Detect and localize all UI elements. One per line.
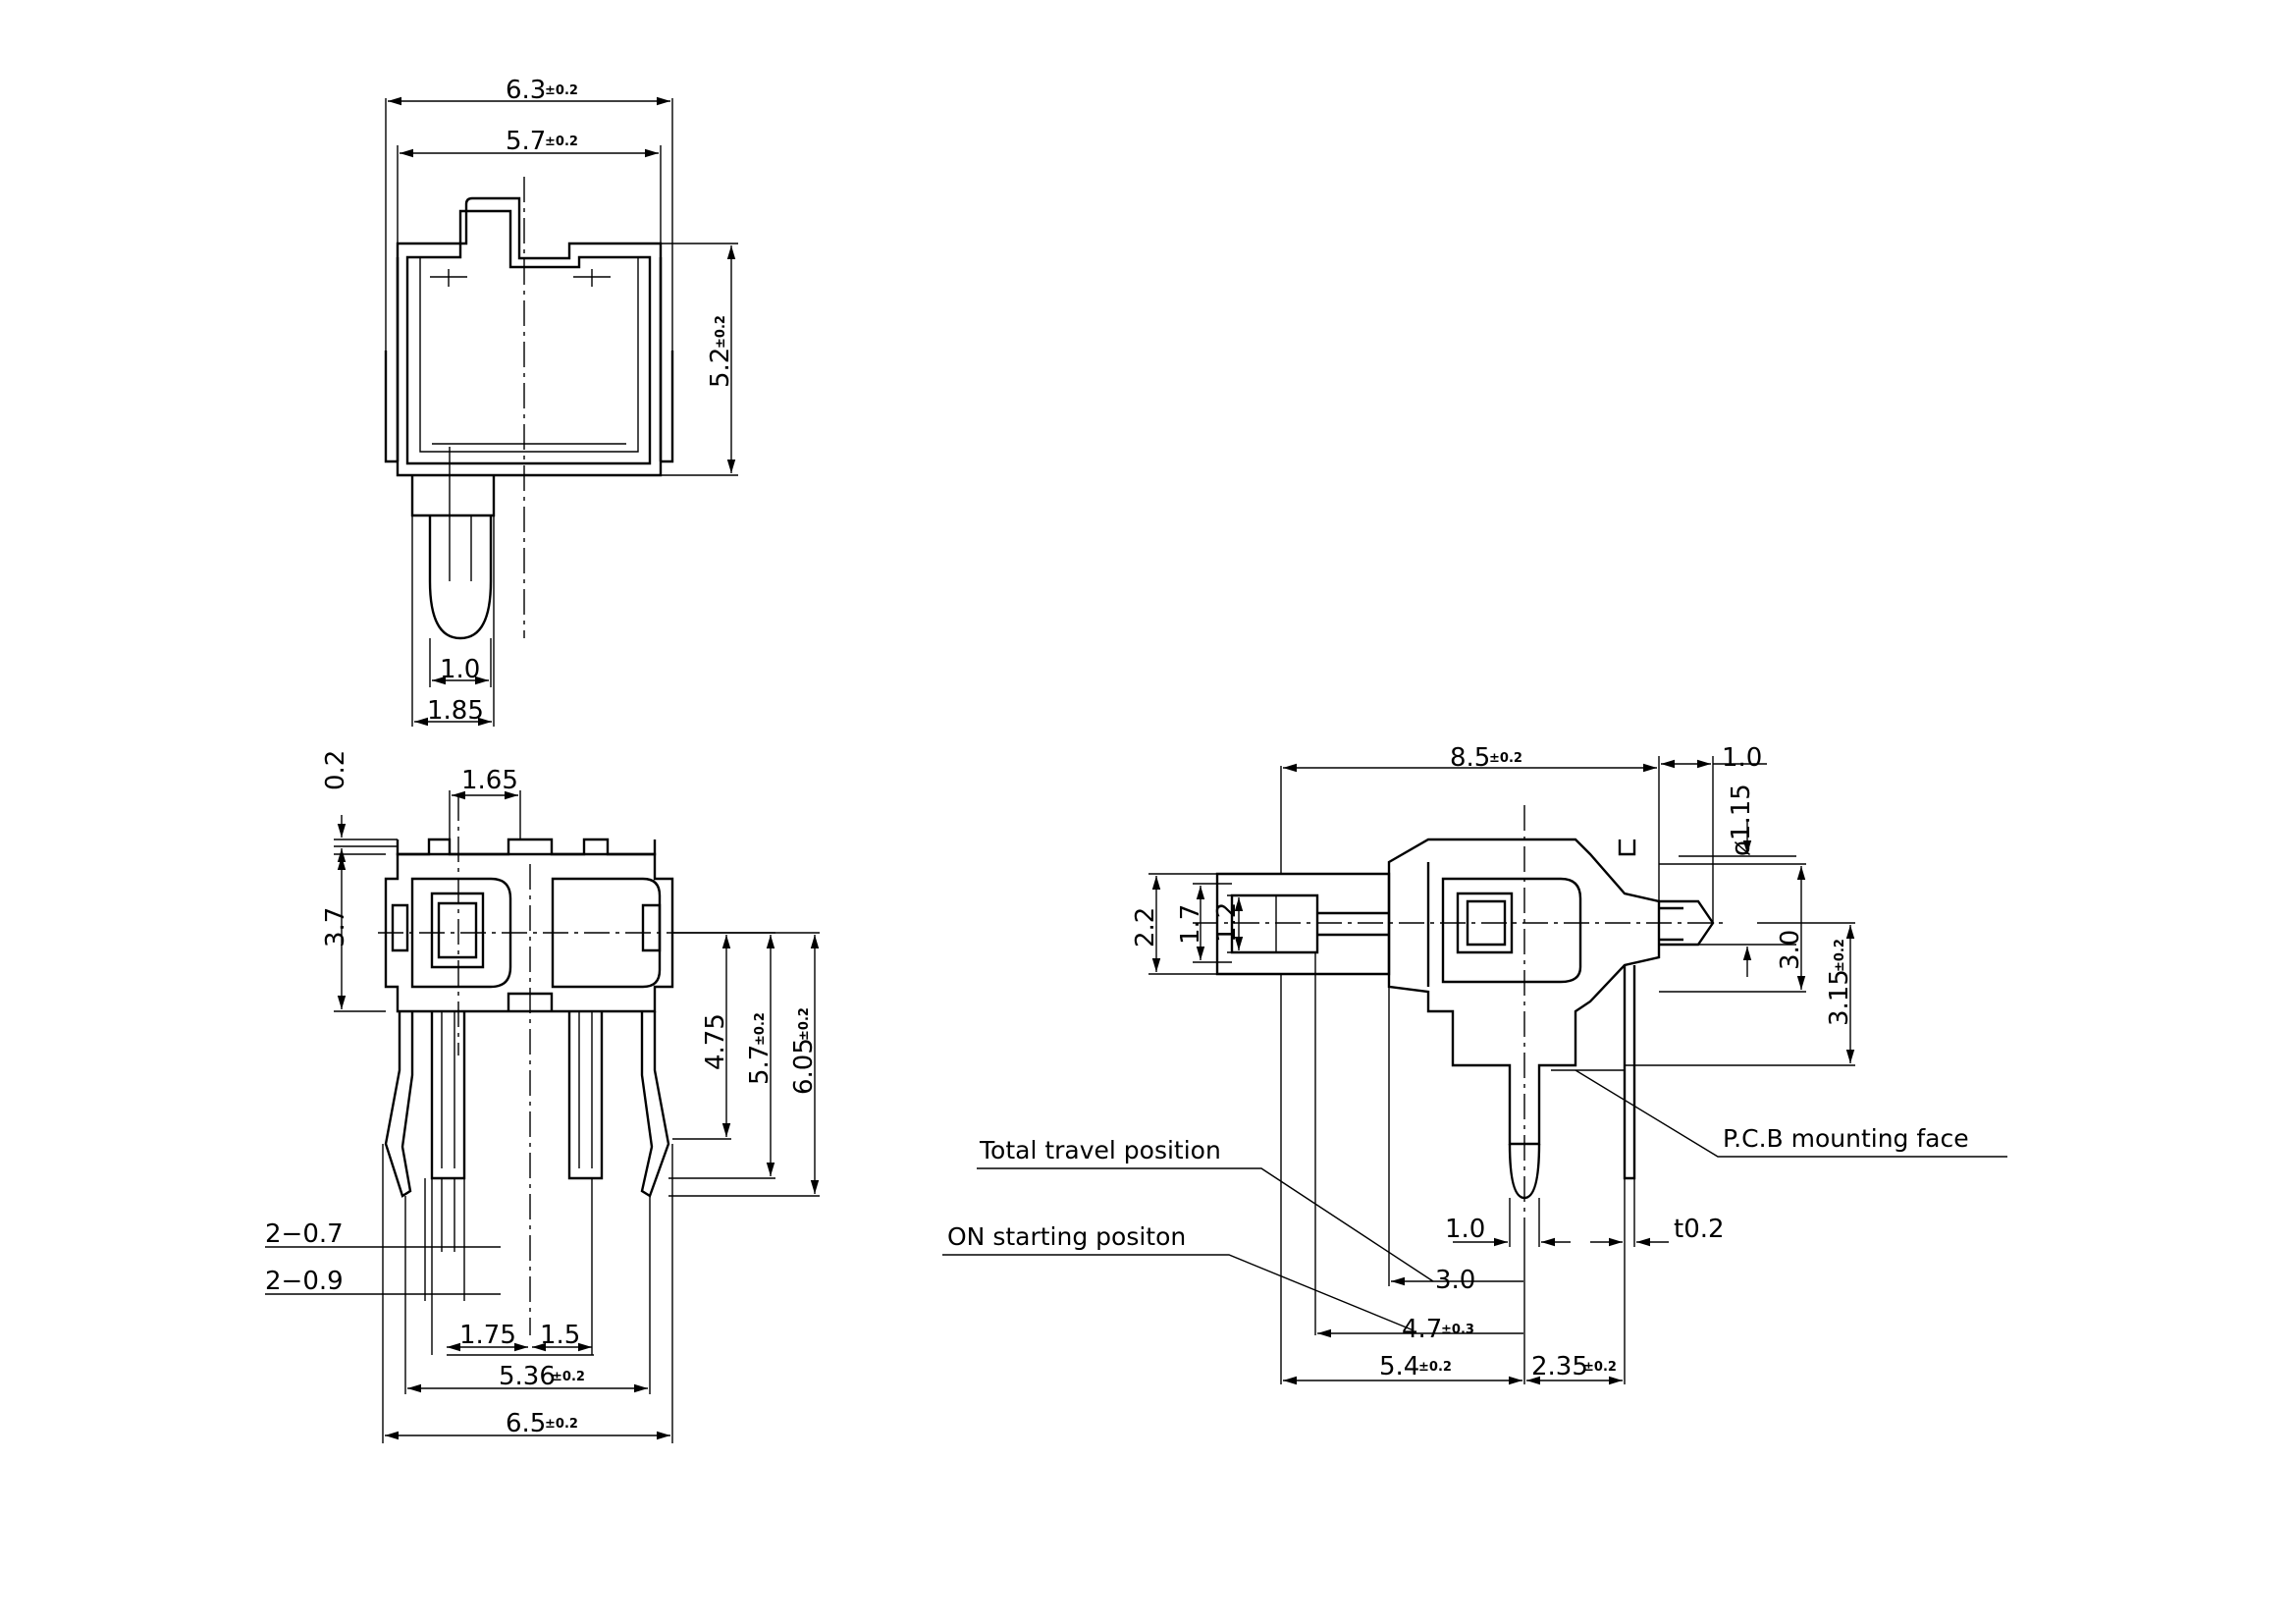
svg-text:0.2: 0.2 — [321, 750, 350, 790]
dim-tolerance: ±0.2 — [545, 135, 578, 149]
svg-text:2.2: 2.2 — [1131, 907, 1160, 947]
label-total-travel: Total travel position — [979, 1136, 1221, 1164]
dim-front-overall-width: 6.5 ±0.2 — [506, 1409, 578, 1438]
svg-text:8.5: 8.5 — [1450, 743, 1490, 773]
svg-text:3.0: 3.0 — [1776, 930, 1805, 970]
svg-text:±0.2: ±0.2 — [797, 1007, 812, 1041]
svg-text:6.05: 6.05 — [789, 1038, 819, 1095]
dim-front-leg-a: 4.75 — [701, 1013, 730, 1070]
dim-side-h-a: 2.2 — [1131, 907, 1160, 947]
svg-text:4.7: 4.7 — [1402, 1315, 1442, 1344]
dim-side-travel: 3.0 — [1435, 1266, 1475, 1295]
svg-text:±0.3: ±0.3 — [1441, 1323, 1474, 1337]
dim-side-length: 8.5 ±0.2 — [1450, 743, 1522, 773]
svg-text:5.4: 5.4 — [1379, 1352, 1419, 1381]
svg-text:±0.2: ±0.2 — [1489, 751, 1522, 766]
front-view-body — [378, 795, 687, 1335]
dim-value: 6.3 — [506, 76, 546, 105]
dim-top-inner-width: 5.7 ±0.2 — [506, 127, 578, 156]
top-view-dimensions — [385, 96, 738, 727]
svg-text:±0.2: ±0.2 — [552, 1370, 585, 1384]
label-on-starting: ON starting positon — [947, 1222, 1186, 1251]
dim-front-body-height: 3.7 — [321, 907, 350, 947]
front-view: 0.2 1.65 3.7 4.75 5.7 ±0.2 6.05 ±0.2 2−0… — [265, 750, 820, 1443]
dim-side-base: 5.4 ±0.2 — [1379, 1352, 1452, 1381]
dim-side-h-c: 1.2 — [1212, 902, 1242, 943]
dim-side-lead: 2.35 ±0.2 — [1531, 1352, 1617, 1381]
dim-front-pin-span: 5.36 ±0.2 — [499, 1362, 585, 1391]
dim-front-leg-b: 5.7 ±0.2 — [745, 1012, 774, 1085]
top-view-body — [384, 177, 674, 640]
dim-tolerance: ±0.2 — [545, 83, 578, 98]
dim-value: 5.2 — [706, 348, 735, 388]
label-pcb-mounting-face: P.C.B mounting face — [1723, 1124, 1969, 1153]
dim-tolerance: ±0.2 — [714, 315, 728, 349]
dim-top-height: 5.2 ±0.2 — [706, 315, 735, 388]
dim-side-h-e: 3.15 ±0.2 — [1825, 939, 1854, 1026]
dim-front-pin-thick: 2−0.9 — [265, 1267, 344, 1296]
dim-side-thickness: t0.2 — [1674, 1215, 1725, 1244]
svg-text:±0.2: ±0.2 — [1418, 1360, 1452, 1375]
dim-top-pin-span: 1.85 — [427, 696, 484, 726]
dim-front-pin-thin: 2−0.7 — [265, 1219, 344, 1249]
side-view-body — [1193, 805, 1728, 1218]
dim-front-leg-c: 6.05 ±0.2 — [789, 1007, 819, 1095]
dim-side-tip: 1.0 — [1722, 743, 1762, 773]
dim-value: 5.7 — [506, 127, 546, 156]
dim-top-pin-width: 1.0 — [440, 655, 480, 684]
svg-text:±0.2: ±0.2 — [545, 1417, 578, 1432]
svg-text:±0.2: ±0.2 — [1833, 939, 1847, 972]
dim-front-pitch-a: 1.75 — [459, 1321, 516, 1350]
dim-side-diameter: ø1.15 — [1727, 784, 1756, 856]
svg-text:3.15: 3.15 — [1825, 969, 1854, 1026]
dim-side-pin-width: 1.0 — [1445, 1215, 1485, 1244]
dim-side-on-start: 4.7 ±0.3 — [1402, 1315, 1474, 1344]
svg-text:±0.2: ±0.2 — [753, 1012, 768, 1046]
dim-side-h-b: 1.7 — [1176, 904, 1205, 945]
svg-text:ø1.15: ø1.15 — [1727, 784, 1756, 856]
svg-text:±0.2: ±0.2 — [1583, 1360, 1617, 1375]
svg-text:2.35: 2.35 — [1531, 1352, 1588, 1381]
svg-text:5.7: 5.7 — [745, 1045, 774, 1085]
dim-front-actuator-width: 1.65 — [461, 766, 518, 795]
top-view: 6.3 ±0.2 5.7 ±0.2 5.2 ±0.2 1.0 1.85 — [384, 76, 738, 727]
front-view-dimensions — [265, 790, 820, 1443]
dim-side-h-d: 3.0 — [1776, 930, 1805, 970]
dim-front-gap: 0.2 — [321, 750, 350, 790]
side-view-dimensions — [942, 756, 2007, 1385]
dim-front-pitch-b: 1.5 — [540, 1321, 580, 1350]
svg-text:5.36: 5.36 — [499, 1362, 556, 1391]
svg-text:1.2: 1.2 — [1212, 902, 1242, 943]
svg-text:1.7: 1.7 — [1176, 904, 1205, 945]
svg-text:4.75: 4.75 — [701, 1013, 730, 1070]
svg-text:3.7: 3.7 — [321, 907, 350, 947]
svg-text:6.5: 6.5 — [506, 1409, 546, 1438]
dim-top-overall-width: 6.3 ±0.2 — [506, 76, 578, 105]
side-view: 8.5 ±0.2 1.0 ø1.15 2.2 1.7 1.2 3.0 3.15 … — [942, 743, 2007, 1385]
